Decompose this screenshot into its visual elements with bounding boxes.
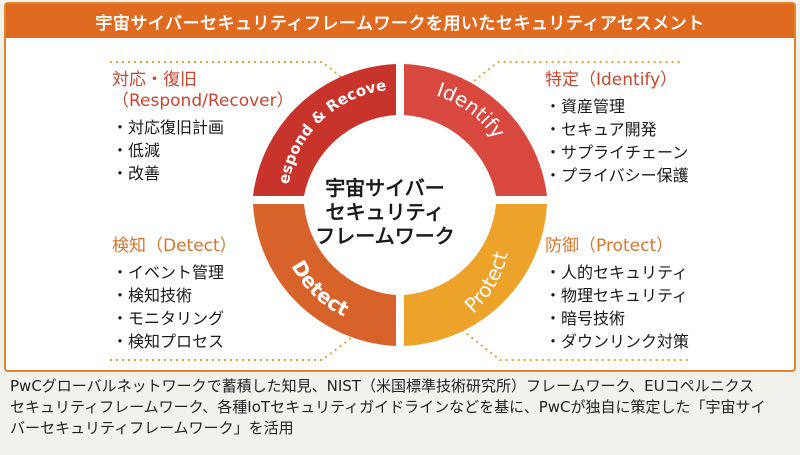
panel-title-respond: 対応・復旧 xyxy=(112,70,197,90)
diagram-frame xyxy=(4,2,796,372)
list-item: ・暗号技術 xyxy=(545,309,626,328)
panel-identify: 特定（Identify） ・資産管理 ・セキュア開発 ・サプライチェーン ・プラ… xyxy=(545,70,689,187)
dotted-connectors xyxy=(110,61,690,361)
list-item: ・検知プロセス xyxy=(112,332,225,351)
list-item: ・イベント管理 xyxy=(112,263,225,282)
segment-respond-recover xyxy=(253,64,396,196)
panel-title-protect: 防御（Protect） xyxy=(545,236,674,256)
list-item: ・セキュア開発 xyxy=(545,120,657,139)
panel-title-identify: 特定（Identify） xyxy=(545,70,678,90)
list-item: ・モニタリング xyxy=(112,309,225,328)
panel-title-detect: 検知（Detect） xyxy=(112,236,237,256)
list-item: ・物理セキュリティ xyxy=(545,286,689,305)
center-line-2: セキュリティ xyxy=(325,200,445,224)
list-item: ・対応復旧計画 xyxy=(112,118,225,137)
footer-line-3: バーセキュリティフレームワーク」を活用 xyxy=(10,419,294,437)
panel-protect: 防御（Protect） ・人的セキュリティ ・物理セキュリティ ・暗号技術 ・ダ… xyxy=(545,236,689,353)
center-title: 宇宙サイバー セキュリティ フレームワーク xyxy=(295,176,475,248)
list-item: ・ダウンリンク対策 xyxy=(545,332,690,351)
list-item: ・サプライチェーン xyxy=(545,143,689,162)
diagram-header: 宇宙サイバーセキュリティフレームワークを用いたセキュリティアセスメント xyxy=(6,4,794,38)
list-item: ・低減 xyxy=(112,141,161,160)
center-line-1: 宇宙サイバー xyxy=(325,176,445,200)
list-item: ・人的セキュリティ xyxy=(545,263,689,282)
panel-subtitle-respond: （Respond/Recover） xyxy=(112,91,294,111)
segment-detect xyxy=(253,204,396,346)
list-item: ・改善 xyxy=(112,164,161,183)
footer-line-2: セキュリティフレームワーク、各種IoTセキュリティガイドラインなどを基に、PwC… xyxy=(10,398,766,416)
footer-line-1: PwCグローバルネットワークで蓄積した知見、NIST（米国標準技術研究所）フレー… xyxy=(10,377,755,395)
segment-identify xyxy=(404,64,547,196)
panel-detect: 検知（Detect） ・イベント管理 ・検知技術 ・モニタリング ・検知プロセス xyxy=(112,236,237,353)
list-item: ・検知技術 xyxy=(112,286,193,305)
list-item: ・資産管理 xyxy=(545,97,626,116)
panel-respond-recover: 対応・復旧 （Respond/Recover） ・対応復旧計画 ・低減 ・改善 xyxy=(112,70,294,185)
footer-note: PwCグローバルネットワークで蓄積した知見、NIST（米国標準技術研究所）フレー… xyxy=(10,376,796,439)
segment-protect xyxy=(404,204,547,346)
list-item: ・プライバシー保護 xyxy=(545,166,689,185)
center-line-3: フレームワーク xyxy=(315,224,455,248)
